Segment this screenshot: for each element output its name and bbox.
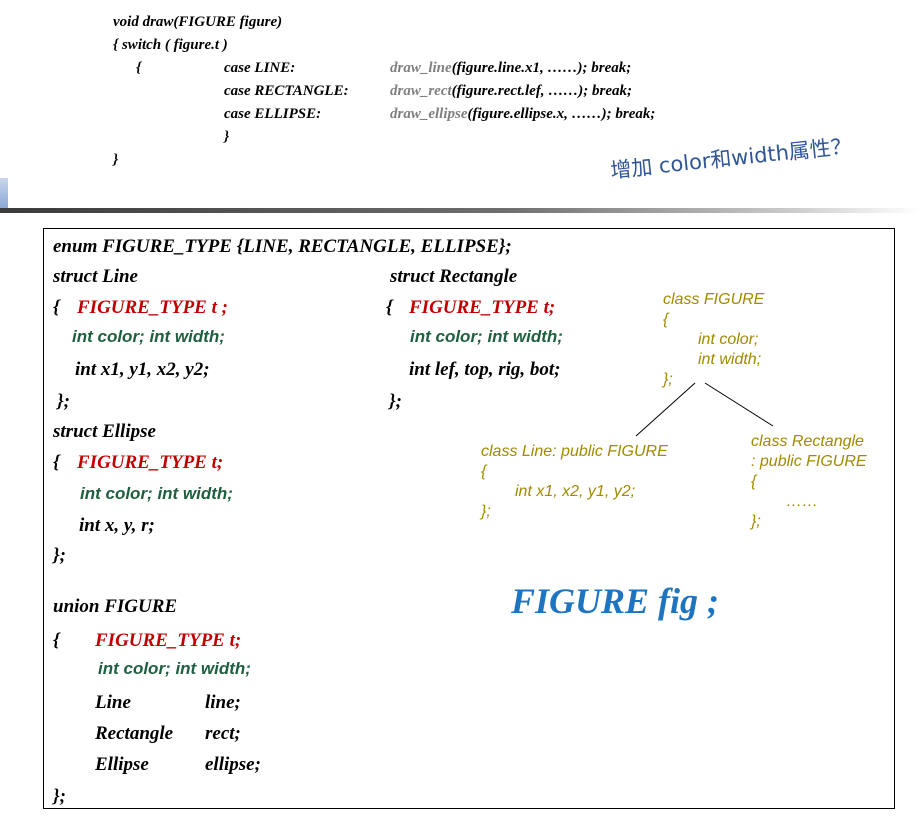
struct-rect-color-width: int color; int width; xyxy=(410,327,563,346)
inheritance-line-left xyxy=(635,382,696,437)
code-box xyxy=(43,228,895,809)
class-figure-close: }; xyxy=(663,371,673,388)
class-line-open: { xyxy=(481,463,487,480)
class-figure-color: int color; xyxy=(698,331,759,348)
struct-rect-header: struct Rectangle xyxy=(390,266,518,287)
case-open-brace: { xyxy=(136,60,142,76)
class-rect-open: { xyxy=(751,473,757,490)
union-figure-header: union FIGURE xyxy=(53,596,178,617)
call-draw-rect: draw_rect(figure.rect.lef, ……); break; xyxy=(390,83,633,99)
struct-line-color-width: int color; int width; xyxy=(72,327,225,346)
switch-close-brace: } xyxy=(224,129,230,145)
struct-line-open: { xyxy=(53,297,60,318)
call-draw-line: draw_line(figure.line.x1, ……); break; xyxy=(390,60,632,76)
class-rect-close: }; xyxy=(751,513,761,530)
struct-ellipse-type-field: FIGURE_TYPE t; xyxy=(77,452,224,473)
struct-line-coords: int x1, y1, x2, y2; xyxy=(75,359,210,380)
union-figure-open: { xyxy=(53,630,60,651)
struct-rect-coords: int lef, top, rig, bot; xyxy=(409,359,561,380)
figure-fig-declaration: FIGURE fig ; xyxy=(511,581,720,621)
switch-line: { switch ( figure.t ) xyxy=(113,37,228,53)
enum-declaration: enum FIGURE_TYPE {LINE, RECTANGLE, ELLIP… xyxy=(53,236,512,257)
class-figure-width: int width; xyxy=(698,351,762,368)
call-draw-ellipse: draw_ellipse(figure.ellipse.x, ……); brea… xyxy=(390,106,656,122)
class-rect-header: class Rectangle xyxy=(751,433,864,450)
class-figure-open: { xyxy=(663,311,669,328)
struct-line-close: }; xyxy=(57,391,70,412)
draw-signature: void draw(FIGURE figure) xyxy=(113,14,283,30)
class-figure-header: class FIGURE xyxy=(663,291,765,308)
struct-ellipse-close: }; xyxy=(53,545,66,566)
union-member-ellipse-type: Ellipse xyxy=(95,754,149,775)
union-figure-type-field: FIGURE_TYPE t; xyxy=(95,630,242,651)
slide-accent-tab xyxy=(0,178,8,208)
struct-line-type-field: FIGURE_TYPE t ; xyxy=(77,297,228,318)
union-member-rect-type: Rectangle xyxy=(95,723,174,744)
struct-ellipse-color-width: int color; int width; xyxy=(80,484,233,503)
class-line-close: }; xyxy=(481,503,491,520)
struct-ellipse-open: { xyxy=(53,452,60,473)
inheritance-line-right xyxy=(704,382,774,427)
union-member-line-name: line; xyxy=(205,692,241,713)
class-rect-ellipsis: …… xyxy=(786,493,818,510)
union-figure-close: }; xyxy=(53,786,66,807)
union-member-ellipse-name: ellipse; xyxy=(205,754,261,775)
draw-close-brace: } xyxy=(113,152,119,168)
union-member-line-type: Line xyxy=(95,692,131,713)
union-figure-color-width: int color; int width; xyxy=(98,659,251,678)
struct-ellipse-header: struct Ellipse xyxy=(53,421,156,442)
struct-rect-type-field: FIGURE_TYPE t; xyxy=(409,297,556,318)
case-line-label: case LINE: xyxy=(224,60,296,76)
class-line-header: class Line: public FIGURE xyxy=(481,443,668,460)
case-ellipse-label: case ELLIPSE: xyxy=(224,106,322,122)
struct-rect-close: }; xyxy=(389,391,402,412)
struct-line-header: struct Line xyxy=(53,266,138,287)
class-line-coords: int x1, x2, y1, y2; xyxy=(515,483,636,500)
slide-divider xyxy=(0,208,920,213)
class-rect-base: : public FIGURE xyxy=(751,453,867,470)
struct-ellipse-coords: int x, y, r; xyxy=(79,515,155,536)
case-rect-label: case RECTANGLE: xyxy=(224,83,349,99)
struct-rect-open: { xyxy=(386,297,393,318)
union-member-rect-name: rect; xyxy=(205,723,241,744)
